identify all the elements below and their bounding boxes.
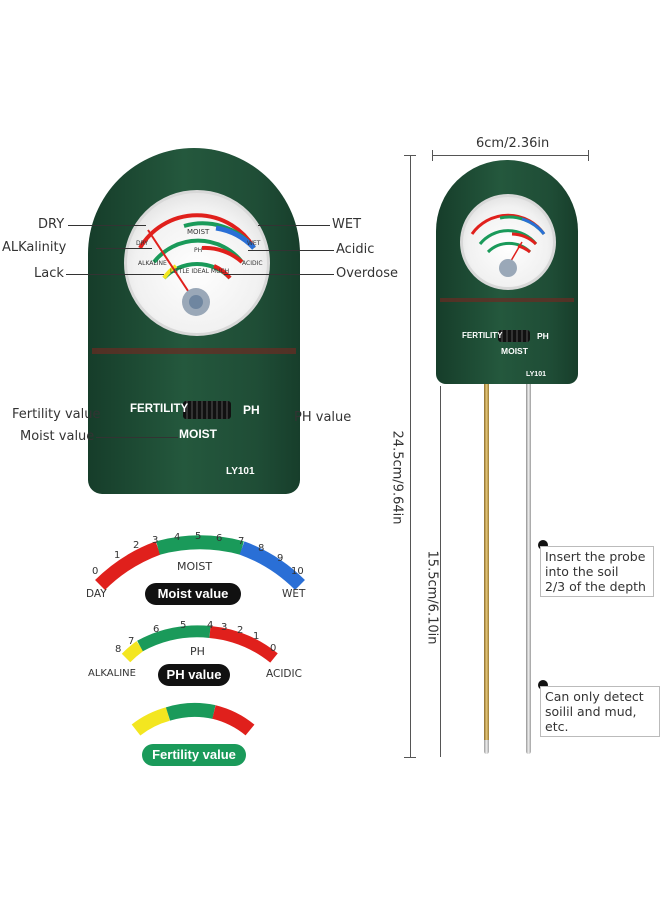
total-tick-top <box>404 155 416 156</box>
ph-scale-right: ACIDIC <box>266 668 302 680</box>
dial-wet-label: WET <box>247 240 261 247</box>
callout-insert-line-3: 2/3 of the depth <box>545 579 646 594</box>
ph-value-pill: PH value <box>158 664 230 686</box>
width-tick-right <box>588 150 589 161</box>
total-length-label: 24.5cm/9.64in <box>389 430 405 525</box>
callout-insert-dot <box>538 540 548 550</box>
moist-scale-title: MOIST <box>177 560 213 573</box>
dial-ph-label: PH <box>194 247 203 254</box>
annotation-overdose: Overdose <box>336 266 399 281</box>
annotation-wet: WET <box>332 217 362 232</box>
dial-acidic-label: ACIDIC <box>242 260 263 267</box>
annotation-moist-value: Moist value <box>20 429 95 444</box>
moist-num-9: 9 <box>277 553 284 564</box>
ph-num-8: 8 <box>115 644 122 655</box>
callout-insert-line-1: Insert the probe <box>545 549 646 564</box>
big-dial-face <box>138 213 256 316</box>
dial-alkaline-label: ALKALINE <box>138 260 167 267</box>
total-length-line <box>410 155 411 757</box>
moist-num-2: 2 <box>133 540 140 551</box>
annotation-lack: Lack <box>34 266 64 281</box>
moist-scale-right: WET <box>282 588 306 600</box>
small-dial-face <box>470 213 546 277</box>
ph-num-7: 7 <box>128 636 135 647</box>
steel-probe <box>526 384 531 740</box>
annotation-fertility-value: Fertility value <box>12 407 101 422</box>
pointer-wet <box>258 225 330 226</box>
ph-num-1: 1 <box>253 631 260 642</box>
ph-num-6: 6 <box>153 624 160 635</box>
pointer-overdose <box>224 274 334 275</box>
moist-num-7: 7 <box>238 536 245 547</box>
moist-num-0: 0 <box>92 566 99 577</box>
brass-probe <box>484 384 489 740</box>
callout-insert: Insert the probe into the soil 2/3 of th… <box>540 546 654 597</box>
steel-probe-tip <box>526 740 531 754</box>
small-meter-model: LY101 <box>526 371 546 378</box>
callout-detect-dot <box>538 680 548 690</box>
moist-num-1: 1 <box>114 550 121 561</box>
total-tick-bottom <box>404 757 416 758</box>
big-switch-ph: PH <box>243 403 260 417</box>
probe-length-label: 15.5cm/6.10in <box>424 550 440 645</box>
moist-scale-arc <box>95 535 305 591</box>
ph-num-3: 3 <box>221 622 228 633</box>
moist-num-6: 6 <box>216 533 223 544</box>
big-meter-model: LY101 <box>226 466 255 477</box>
callout-detect: Can only detect soilil and mud, etc. <box>540 686 660 737</box>
callout-insert-line-2: into the soil <box>545 564 619 579</box>
small-meter-mode-switch[interactable] <box>498 330 530 342</box>
moist-value-pill: Moist value <box>145 583 241 605</box>
annotation-acidic: Acidic <box>336 242 375 257</box>
pointer-acidic <box>248 250 334 251</box>
small-meter-stripe <box>440 298 574 302</box>
pointer-lack <box>66 274 164 275</box>
big-meter-stripe <box>92 348 296 354</box>
callout-detect-line-2: soilil and mud, etc. <box>545 704 637 734</box>
small-switch-ph: PH <box>537 331 549 341</box>
moist-num-10: 10 <box>291 566 304 577</box>
dial-moist-label: MOIST <box>187 228 210 236</box>
annotation-dry: DRY <box>38 217 65 232</box>
callout-detect-line-1: Can only detect <box>545 689 644 704</box>
ph-num-0: 0 <box>270 643 277 654</box>
small-switch-fertility: FERTILITY <box>462 331 503 340</box>
width-dimension-label: 6cm/2.36in <box>476 136 550 151</box>
pointer-dry <box>68 225 146 226</box>
width-dimension-line <box>432 155 588 156</box>
ph-num-5: 5 <box>180 620 187 631</box>
moist-num-4: 4 <box>174 532 181 543</box>
annotation-ph-value: PH value <box>294 410 352 425</box>
dial-fert-label: LITTLE IDEAL MUCH <box>170 268 230 275</box>
fertility-value-pill: Fertility value <box>142 744 246 766</box>
ph-scale-left: ALKALINE <box>88 668 136 679</box>
moist-num-8: 8 <box>258 543 265 554</box>
big-meter-mode-switch[interactable] <box>183 401 231 419</box>
fertility-scale-arc <box>131 703 255 736</box>
big-switch-fertility: FERTILITY <box>130 403 189 415</box>
moist-num-5: 5 <box>195 531 202 542</box>
ph-scale-title: PH <box>190 645 205 658</box>
width-tick-left <box>432 150 433 161</box>
ph-scale-arc <box>121 625 278 663</box>
annotation-alkalinity: ALKalinity <box>2 240 67 255</box>
dial-dry-label: DRY <box>136 240 149 247</box>
pointer-alkalinity <box>96 248 152 249</box>
pointer-moist <box>96 437 178 438</box>
probe-length-line <box>440 386 441 757</box>
small-switch-moist: MOIST <box>501 346 528 356</box>
ph-num-2: 2 <box>237 625 244 636</box>
brass-probe-tip <box>484 740 489 754</box>
moist-scale-left: DAY <box>86 588 107 600</box>
big-switch-moist: MOIST <box>179 427 217 441</box>
moist-num-3: 3 <box>152 535 159 546</box>
ph-num-4: 4 <box>207 620 214 631</box>
